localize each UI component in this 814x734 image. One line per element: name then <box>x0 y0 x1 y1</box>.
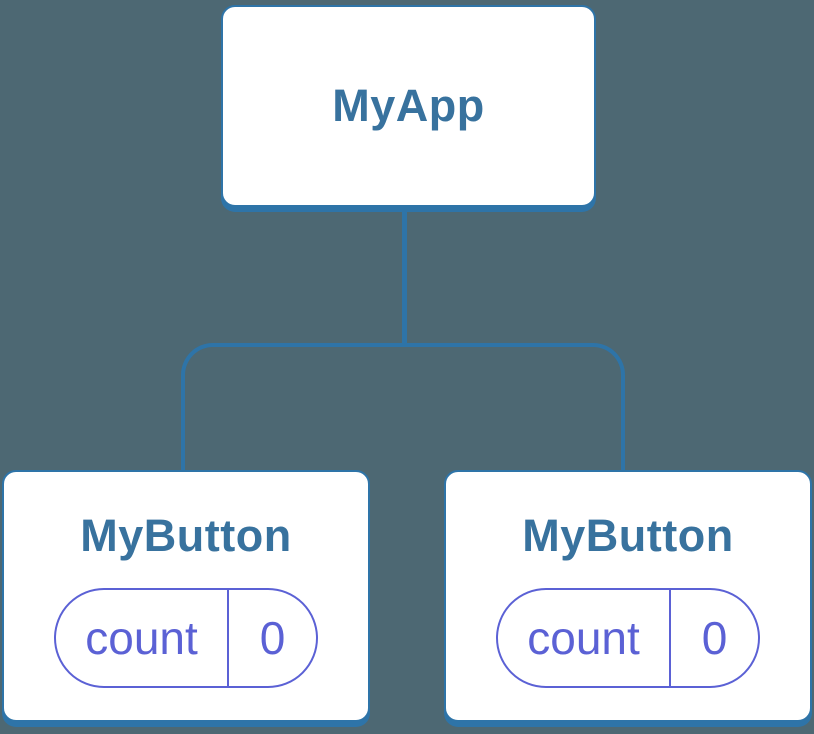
state-key-label: count <box>85 612 198 664</box>
node-mybutton-left: MyButton count 0 <box>2 470 370 722</box>
state-value-label: 0 <box>259 612 286 664</box>
connector-root-stem <box>402 210 407 345</box>
state-key-label: count <box>527 612 640 664</box>
state-value-label: 0 <box>701 612 728 664</box>
state-pill-left: count 0 <box>54 588 318 688</box>
node-myapp: MyApp <box>221 5 596 207</box>
node-myapp-label: MyApp <box>332 80 485 131</box>
node-mybutton-left-label: MyButton <box>80 510 292 561</box>
state-pill-right: count 0 <box>496 588 760 688</box>
state-key-cell: count <box>56 590 227 686</box>
node-mybutton-right: MyButton count 0 <box>444 470 812 722</box>
connector-branch-bracket <box>181 343 625 471</box>
state-value-cell: 0 <box>227 590 316 686</box>
state-key-cell: count <box>498 590 669 686</box>
state-value-cell: 0 <box>669 590 758 686</box>
node-mybutton-right-label: MyButton <box>522 510 734 561</box>
